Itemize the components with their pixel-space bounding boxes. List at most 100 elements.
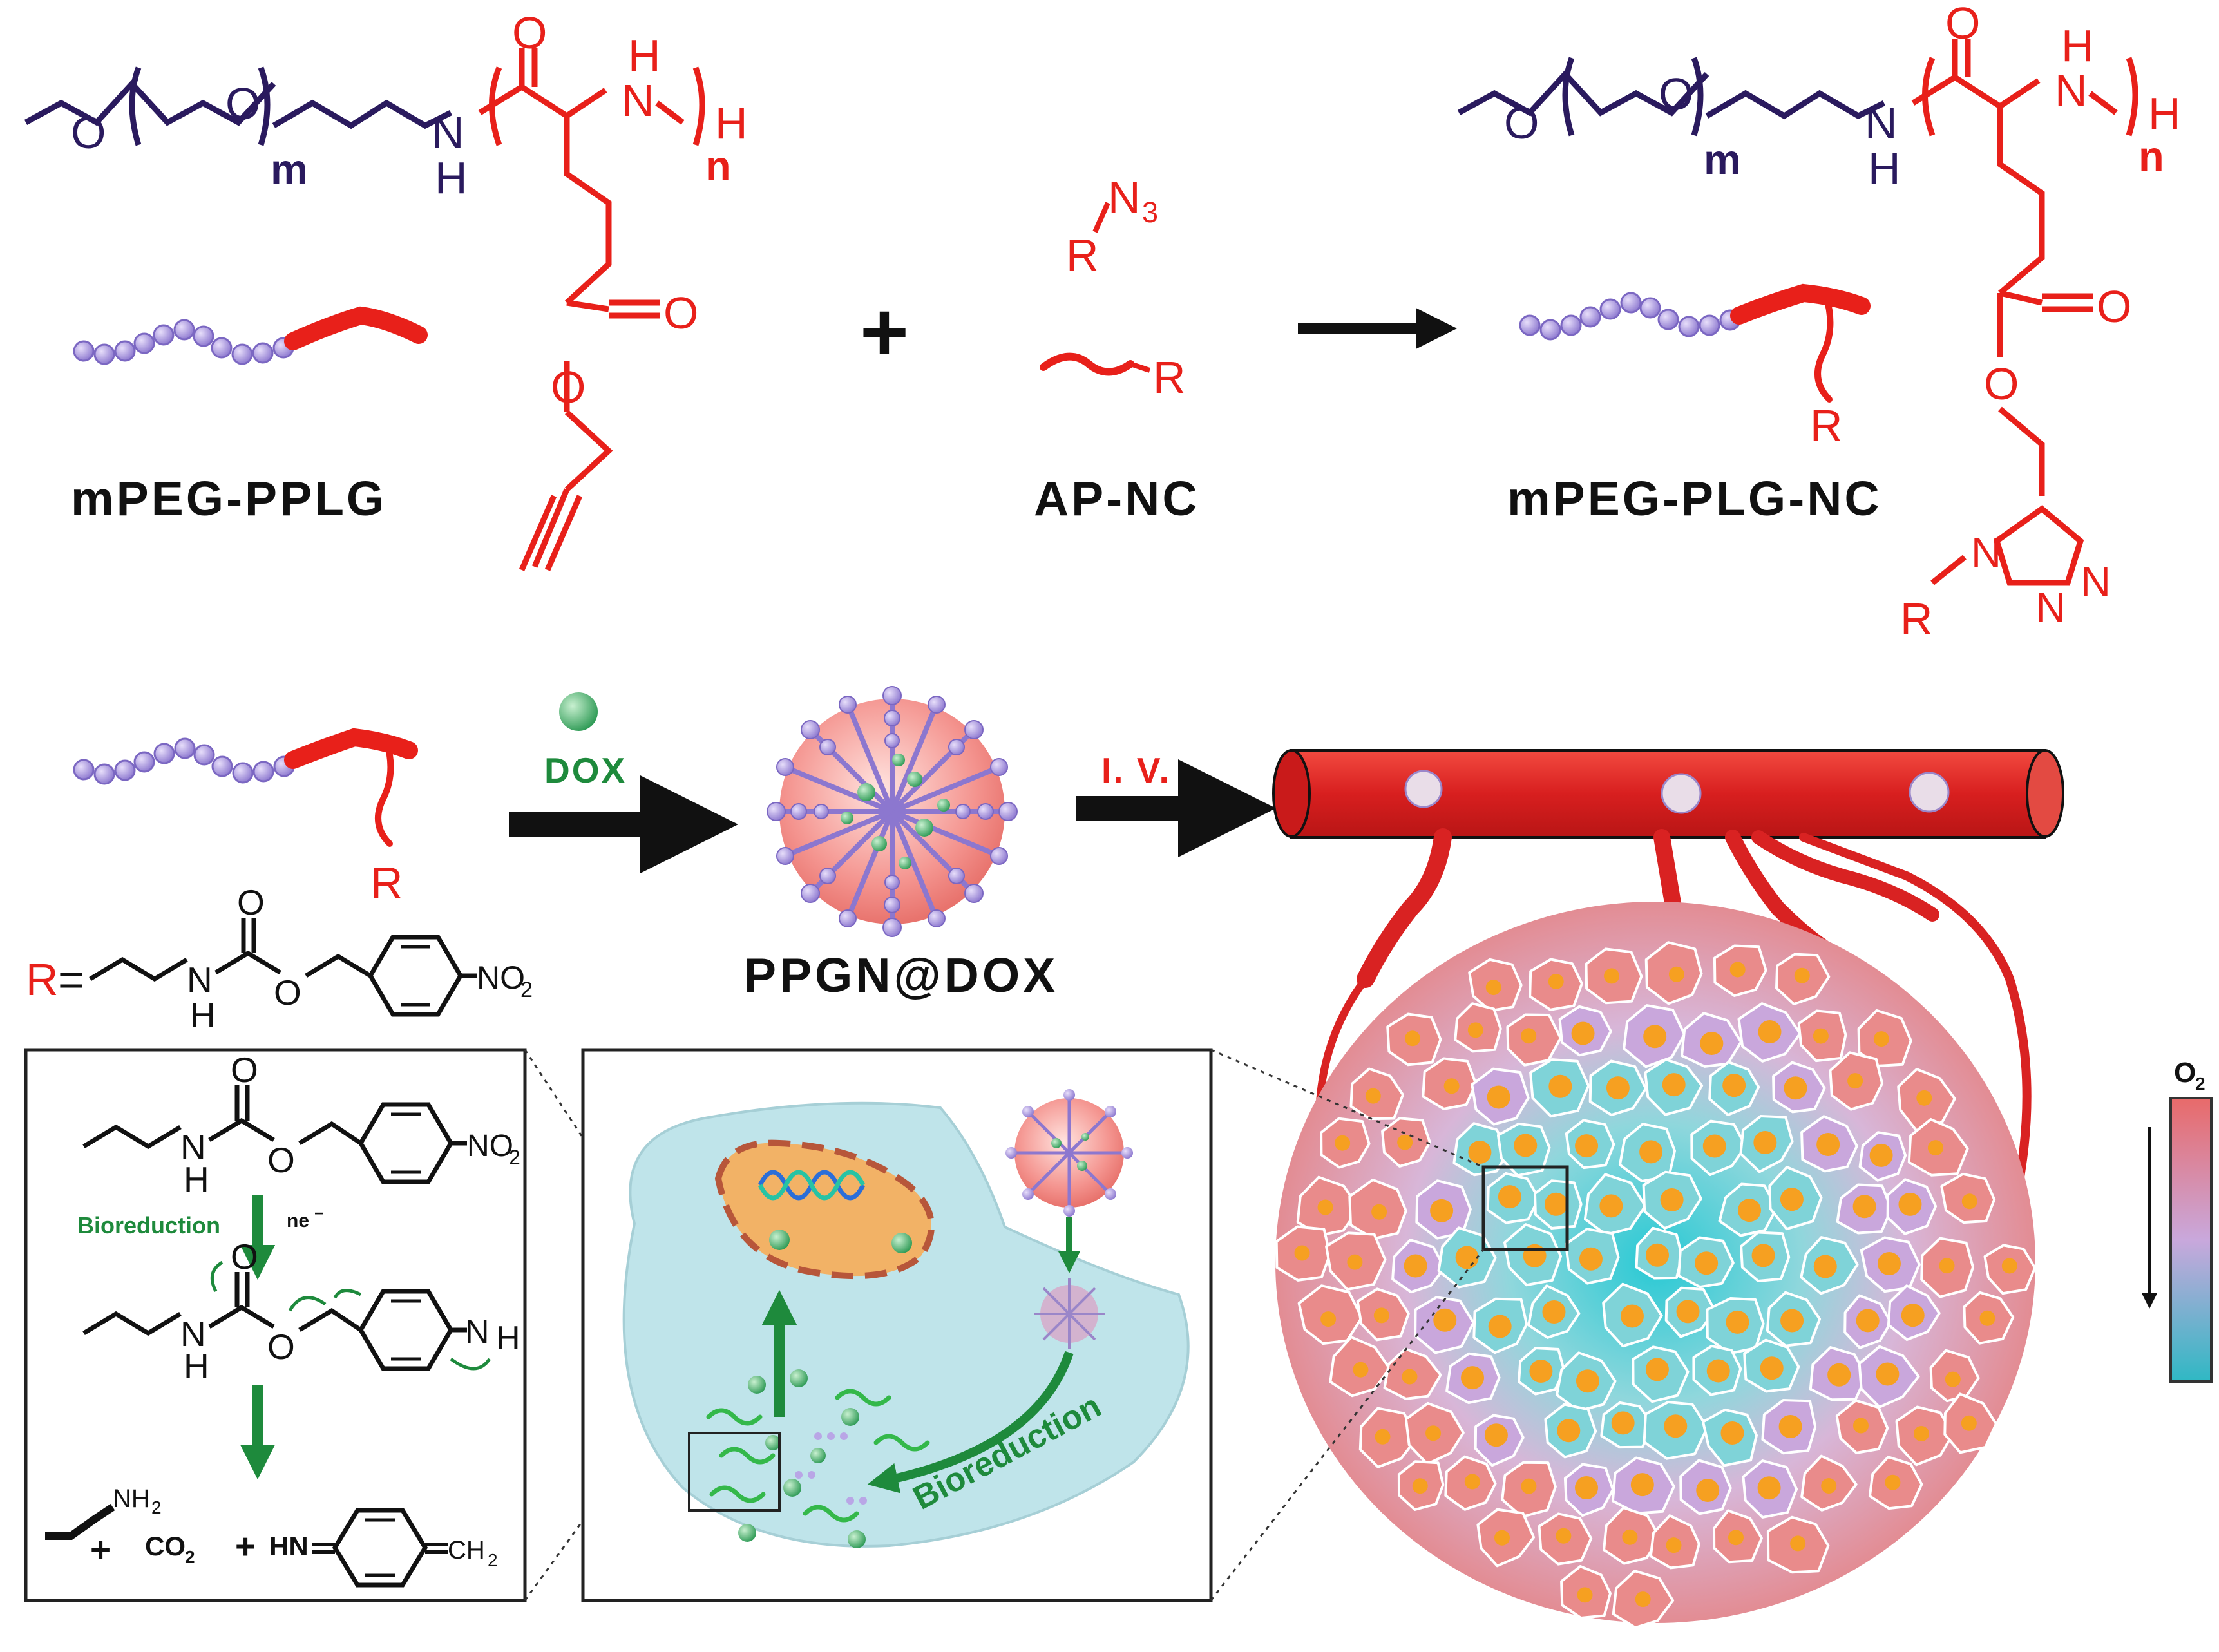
cell-nucleus <box>1876 1362 1900 1386</box>
bioreduction-label: Bioreduction <box>77 1212 220 1239</box>
mechanism-inset: N H O O NO 2 Bioreduction ne − N H O O N… <box>45 1050 520 1588</box>
cell-nucleus <box>1852 1418 1869 1434</box>
cell-inset: Bioreduction <box>622 1089 1190 1548</box>
peg-oxygen-2: O <box>225 79 260 129</box>
triazole-n2: N <box>2035 584 2066 631</box>
cell-nucleus <box>1599 1194 1623 1218</box>
cell-nucleus <box>1666 1537 1682 1553</box>
cell-nucleus <box>1443 1078 1460 1094</box>
cell-nucleus <box>1847 1073 1863 1089</box>
cell-nucleus <box>1927 1140 1943 1156</box>
cell-nucleus <box>2001 1258 2017 1274</box>
cell-nucleus <box>1916 1090 1932 1106</box>
dox-label: DOX <box>544 750 627 790</box>
cell-nucleus <box>1821 1478 1837 1494</box>
cell-nucleus <box>1898 1192 1922 1216</box>
cell-nucleus <box>1939 1258 1955 1274</box>
cell-nucleus <box>1753 1130 1777 1154</box>
cell-nucleus <box>1494 1530 1510 1546</box>
product-repeat-n: n <box>2138 133 2164 180</box>
r-label-chain: R <box>1153 352 1186 403</box>
cell-nucleus <box>1758 1020 1782 1044</box>
azide-n: N <box>1108 172 1141 222</box>
cell-nucleus <box>1430 1199 1454 1222</box>
cell-nucleus <box>1901 1304 1925 1327</box>
cell-nucleus <box>1606 1076 1630 1100</box>
cell-nucleus <box>1574 1476 1598 1500</box>
cell-nucleus <box>1467 1022 1483 1038</box>
cell-nucleus <box>1498 1185 1521 1209</box>
s2-nh-n: N <box>465 1313 490 1351</box>
mpeg-pplg-cartoon <box>73 306 428 365</box>
cell-nucleus <box>1630 1473 1654 1497</box>
cell-nucleus <box>1722 1074 1746 1097</box>
cell-nucleus <box>1700 1032 1724 1056</box>
cell-nucleus <box>1521 1028 1537 1044</box>
rdef-eq: = <box>58 954 84 1005</box>
o2-label: O <box>2174 1057 2196 1088</box>
cell-nucleus <box>1620 1304 1644 1328</box>
s2-o1: O <box>231 1237 258 1277</box>
cell-nucleus <box>1548 1074 1572 1098</box>
s2-o2: O <box>267 1327 295 1367</box>
s1-o1: O <box>231 1050 258 1090</box>
polymer-cartoon-mid: R <box>73 728 418 908</box>
product-ester-carbonyl-oxygen: O <box>2097 281 2131 332</box>
micelle-icon <box>767 686 1018 937</box>
rdef-no2-sub: 2 <box>520 978 533 1002</box>
cell-nucleus <box>1827 1363 1851 1387</box>
rdef-h: H <box>190 995 216 1035</box>
cell-nucleus <box>1702 1134 1726 1158</box>
cell-nucleus <box>1664 1414 1688 1438</box>
cell-nucleus <box>1728 1530 1744 1546</box>
cell-nucleus <box>1320 1311 1337 1327</box>
cell-nucleus <box>1706 1359 1730 1383</box>
nh-n: N <box>622 75 654 126</box>
s2-h: H <box>184 1346 209 1386</box>
s1-h: H <box>184 1159 209 1199</box>
end-h: H <box>715 98 748 148</box>
cell-nucleus <box>1729 962 1746 978</box>
cell-nucleus <box>1577 1587 1593 1603</box>
cell-nucleus <box>1548 973 1564 989</box>
rdef-n: N <box>187 960 213 1000</box>
cell-nucleus <box>1542 1300 1566 1324</box>
cell-nucleus <box>1571 1021 1595 1045</box>
iv-label: I. V. <box>1101 750 1171 790</box>
cell-nucleus <box>1780 1188 1804 1211</box>
r-label-azide: R <box>1066 230 1099 280</box>
cell-nucleus <box>1404 1254 1427 1278</box>
cell-nucleus <box>1794 967 1810 983</box>
azide-subscript: 3 <box>1142 196 1158 229</box>
ne-superscript: − <box>314 1205 323 1222</box>
cell-nucleus <box>1790 1535 1806 1552</box>
product-nh2: NH <box>113 1485 150 1513</box>
s1-no2: NO <box>467 1129 513 1163</box>
product-co2: CO <box>145 1531 186 1561</box>
cell-nucleus <box>1347 1254 1363 1270</box>
bioreduction-curve-arrow-icon <box>867 1351 1074 1494</box>
cell-nucleus <box>1557 1419 1581 1443</box>
cell-nucleus <box>1484 1423 1508 1447</box>
cell-nucleus <box>1639 1140 1663 1164</box>
cell-nucleus <box>1877 1251 1901 1275</box>
dox-sphere-icon <box>559 692 598 731</box>
cell-nucleus <box>1556 1528 1572 1544</box>
cell-nucleus <box>1873 1031 1889 1047</box>
cell-nucleus <box>1668 966 1684 982</box>
cell-nucleus <box>1813 1028 1829 1044</box>
cell-nucleus <box>1635 1591 1651 1608</box>
cell-nucleus <box>1544 1192 1568 1216</box>
cell-nucleus <box>1780 1309 1804 1333</box>
oxygen-gradient-icon: O 2 <box>2142 1057 2213 1383</box>
product-amide-n: N <box>1865 98 1898 148</box>
cell-nucleus <box>1961 1193 1977 1210</box>
repeat-n: n <box>705 142 731 189</box>
s2-n: N <box>180 1314 206 1354</box>
cell-nucleus <box>1514 1134 1538 1157</box>
triazole-n3: N <box>2081 558 2111 605</box>
cell-nucleus <box>1720 1421 1744 1445</box>
cell-nucleus <box>1521 1478 1537 1494</box>
cell-nucleus <box>1397 1134 1413 1150</box>
micelle-label: PPGN@DOX <box>744 948 1058 1002</box>
